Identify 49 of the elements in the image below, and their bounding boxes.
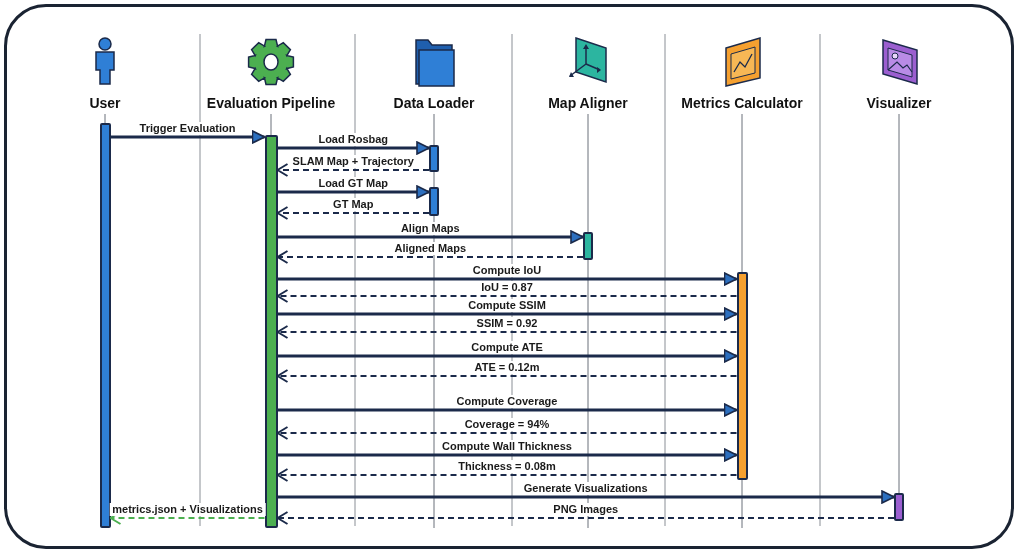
activation-bar [894, 493, 904, 521]
activation-bar [429, 187, 439, 216]
return-arrow [276, 163, 429, 177]
activation-bar [429, 145, 439, 172]
message-arrow [277, 403, 738, 417]
lifeline [587, 113, 589, 233]
return-arrow [276, 250, 583, 264]
edge-label: SLAM Map + Trajectory [289, 155, 417, 168]
return-arrow [276, 369, 737, 383]
activation-bar [264, 135, 278, 528]
lifeline [741, 479, 743, 529]
edge-label: Compute SSIM [465, 299, 549, 312]
participant-label: User [89, 95, 121, 111]
return-arrow [276, 426, 737, 440]
message-arrow [277, 448, 738, 462]
lifeline [433, 171, 435, 188]
edge-label: Aligned Maps [391, 242, 469, 255]
message-arrow [277, 349, 738, 363]
lifeline [433, 113, 435, 146]
participant-label: Data Loader [393, 95, 475, 111]
return-arrow [276, 289, 737, 303]
return-arrow [276, 206, 429, 220]
edge-label: Thickness = 0.08m [455, 460, 559, 473]
lifeline [433, 215, 435, 529]
message-arrow [277, 230, 584, 244]
return-arrow [276, 468, 737, 482]
edge-label: metrics.json + Visualizations [109, 503, 266, 516]
lifeline [104, 113, 106, 124]
participant-label: Evaluation Pipeline [206, 95, 336, 111]
lifeline [270, 113, 272, 136]
activation-bar [583, 232, 593, 260]
message-arrow [277, 307, 738, 321]
lifeline [898, 113, 900, 494]
lifeline [587, 259, 589, 529]
return-arrow [276, 325, 737, 339]
activation-bar [99, 123, 111, 528]
activation-bar [736, 272, 748, 480]
message-arrow [110, 130, 266, 144]
edge-label: Compute Wall Thickness [439, 440, 575, 453]
edge-label: Compute ATE [468, 341, 546, 354]
message-arrow [277, 490, 895, 504]
return-arrow [276, 511, 894, 525]
participant-label: Map Aligner [548, 95, 628, 111]
lifeline [741, 113, 743, 273]
message-arrow [277, 141, 430, 155]
message-arrow [277, 185, 430, 199]
participant-label: Metrics Calculator [681, 95, 803, 111]
participant-label: Visualizer [866, 95, 932, 111]
message-arrow [277, 272, 738, 286]
